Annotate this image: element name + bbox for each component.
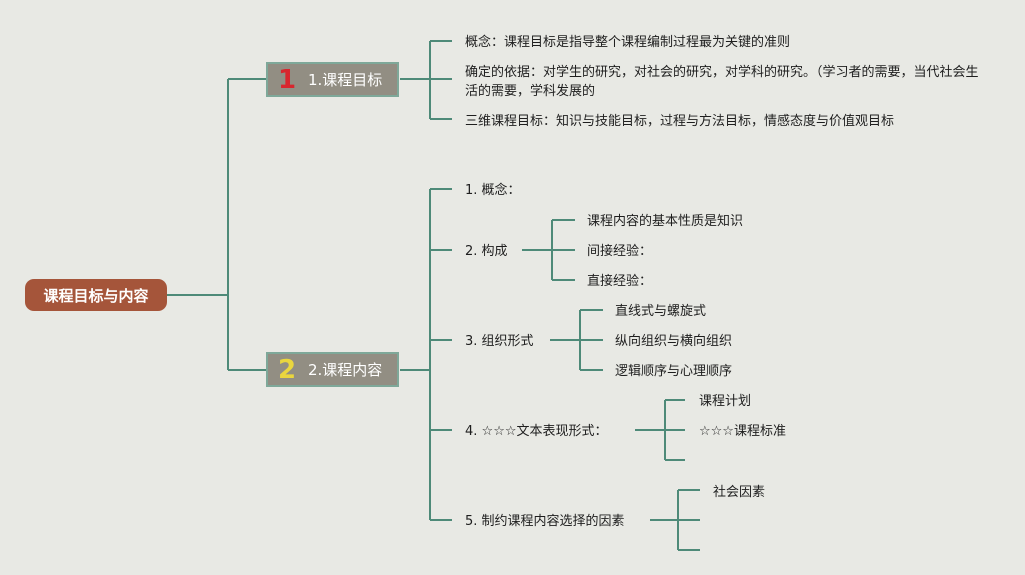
connector-root-branches	[228, 78, 266, 371]
connector-composition-leaves	[552, 219, 575, 281]
root-label: 课程目标与内容	[43, 286, 149, 305]
content-text-forms: 4. ☆☆☆文本表现形式：	[465, 424, 608, 439]
root-node[interactable]: 课程目标与内容	[25, 279, 167, 311]
factor-item: 社会因素	[713, 485, 766, 500]
composition-item: 课程内容的基本性质是知识	[587, 214, 744, 229]
connector-organization-leaves	[580, 309, 603, 371]
connector-text-forms-leaves	[665, 399, 685, 461]
composition-item: 直接经验：	[587, 274, 653, 289]
connector-factors-leaves	[678, 489, 700, 551]
organization-item: 纵向组织与横向组织	[615, 334, 733, 349]
text-form-item: 课程计划	[699, 394, 752, 409]
organization-item: 逻辑顺序与心理顺序	[615, 364, 733, 379]
connector-b1-leaves	[430, 40, 452, 120]
organization-item: 直线式与螺旋式	[615, 304, 707, 319]
goal-three-dimensions: 三维课程目标：知识与技能目标，过程与方法目标，情感态度与价值观目标	[465, 114, 895, 129]
content-composition: 2. 构成	[465, 244, 508, 259]
number-two-icon: 2	[277, 354, 297, 385]
number-one-icon: 1	[277, 64, 297, 95]
branch-label: 2.课程内容	[308, 361, 383, 379]
goal-concept: 概念：课程目标是指导整个课程编制过程最为关键的准则	[465, 35, 791, 50]
goal-basis: 确定的依据：对学生的研究，对社会的研究，对学科的研究。（学习者的需要，当代社会生…	[465, 65, 979, 99]
branch-course-content[interactable]: 2 2.课程内容	[266, 352, 399, 387]
content-concept: 1. 概念：	[465, 183, 521, 198]
connector-b2-leaves	[430, 188, 452, 521]
text-form-item: ☆☆☆课程标准	[699, 424, 786, 439]
branch-label: 1.课程目标	[308, 71, 383, 89]
content-organization: 3. 组织形式	[465, 334, 534, 349]
content-selection-factors: 5. 制约课程内容选择的因素	[465, 514, 625, 529]
branch-course-goals[interactable]: 1 1.课程目标	[266, 62, 399, 97]
composition-item: 间接经验：	[587, 244, 653, 259]
